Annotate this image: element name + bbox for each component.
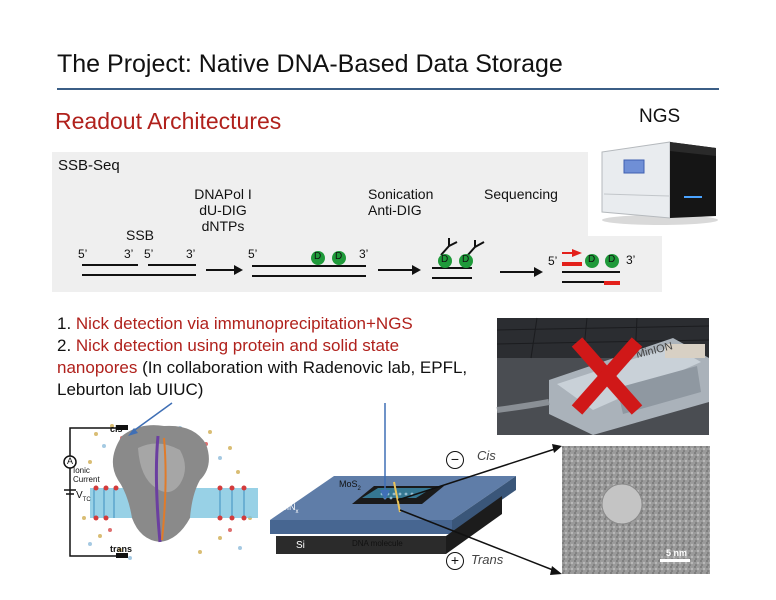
red-x-icon bbox=[571, 337, 643, 415]
dig-marker-3 bbox=[438, 254, 452, 268]
three-prime-3: 3’ bbox=[359, 247, 369, 261]
three-prime-1: 3’ bbox=[124, 247, 134, 261]
ammeter-icon bbox=[63, 455, 77, 469]
ssb-seq-title: SSB-Seq bbox=[58, 157, 120, 174]
arrow-to-protein-pore-icon bbox=[128, 428, 138, 436]
trans-label-md: trans bbox=[110, 544, 133, 554]
five-prime-4: 5’ bbox=[548, 254, 558, 268]
dig-letter-4: D bbox=[462, 254, 470, 265]
plus-icon: + bbox=[446, 552, 464, 570]
dig-letter-6: D bbox=[608, 254, 616, 265]
dig-letter-5: D bbox=[588, 254, 596, 265]
cis-label-device: Cis bbox=[477, 448, 496, 463]
ssb-seq-schematic bbox=[82, 238, 620, 285]
method-2-collab: (In collaboration with Radenovic lab, EP… bbox=[57, 358, 468, 399]
five-prime-2: 5’ bbox=[144, 247, 154, 261]
sonication-step-labels: Sonication Anti-DIG bbox=[368, 186, 448, 218]
pol-line-3: dNTPs bbox=[201, 218, 245, 234]
cis-label-md: cis bbox=[110, 424, 123, 434]
ngs-label: NGS bbox=[639, 106, 681, 127]
dig-letter-1: D bbox=[314, 251, 322, 262]
sinx-label: SiNx bbox=[281, 502, 299, 515]
primer-arrow-icon bbox=[572, 249, 582, 257]
methods-list: 1. Nick detection via immunoprecipitatio… bbox=[57, 313, 477, 401]
dig-letter-3: D bbox=[441, 254, 449, 265]
scale-bar bbox=[660, 559, 690, 562]
process-arrow-icon-1 bbox=[234, 265, 243, 275]
process-arrow-icon-2 bbox=[412, 265, 421, 275]
ammeter-label: A bbox=[67, 456, 74, 466]
sonication-line-2: Anti-DIG bbox=[368, 202, 422, 218]
screen-icon bbox=[623, 159, 645, 174]
dig-marker-5 bbox=[585, 254, 599, 268]
sonication-line-1: Sonication bbox=[368, 186, 434, 202]
dna-molecule-label: DNA molecule bbox=[352, 539, 403, 548]
mos2-label: MoS2 bbox=[339, 479, 361, 492]
mos2-device-image bbox=[270, 476, 516, 554]
si-label: Si bbox=[296, 540, 305, 551]
slide-title: The Project: Native DNA-Based Data Stora… bbox=[57, 50, 563, 78]
zoom-arrow-top-icon bbox=[552, 444, 562, 453]
method-item-2: 2. Nick detection using protein and soli… bbox=[57, 336, 468, 399]
method-1-text: Nick detection via immunoprecipitation+N… bbox=[75, 314, 413, 333]
scale-label: 5 nm bbox=[666, 548, 688, 558]
sequencer-image bbox=[601, 141, 718, 225]
ionic-current-label: Ionic Current bbox=[73, 466, 100, 484]
section-subtitle: Readout Architectures bbox=[55, 108, 282, 134]
nanopore-circle bbox=[601, 483, 643, 525]
dig-letter-2: D bbox=[335, 251, 343, 262]
zoom-arrow-bottom-icon bbox=[550, 566, 562, 575]
dig-marker-2 bbox=[332, 251, 346, 265]
title-rule bbox=[57, 88, 719, 90]
trans-label-device: Trans bbox=[471, 552, 504, 567]
antibody-icon-1 bbox=[440, 238, 458, 256]
method-2-text: Nick detection using protein and solid s… bbox=[57, 336, 400, 377]
pol-step-labels: DNAPol I dU-DIG dNTPs bbox=[193, 186, 253, 234]
three-prime-4: 3’ bbox=[626, 253, 636, 267]
method-item-1: 1. Nick detection via immunoprecipitatio… bbox=[57, 314, 413, 333]
dig-marker-6 bbox=[605, 254, 619, 268]
five-prime-3: 5’ bbox=[248, 247, 258, 261]
arrow-to-solid-pore-icon bbox=[380, 490, 390, 500]
dig-marker-4 bbox=[459, 254, 473, 268]
three-prime-2: 3’ bbox=[186, 247, 196, 261]
voltage-label: VTC bbox=[76, 490, 91, 503]
sequencing-label: Sequencing bbox=[484, 186, 558, 202]
dig-marker-1 bbox=[311, 251, 325, 265]
ssb-seq-panel bbox=[52, 152, 588, 292]
pol-line-1: DNAPol I bbox=[194, 186, 252, 202]
minion-photo: MinION bbox=[496, 317, 710, 435]
minus-icon: − bbox=[446, 451, 464, 469]
five-prime-1: 5’ bbox=[78, 247, 88, 261]
md-nanopore-image bbox=[63, 424, 258, 560]
ssb-label: SSB bbox=[126, 227, 155, 243]
process-arrow-icon-3 bbox=[534, 267, 543, 277]
tem-pore-image bbox=[562, 446, 710, 574]
pol-line-2: dU-DIG bbox=[199, 202, 247, 218]
